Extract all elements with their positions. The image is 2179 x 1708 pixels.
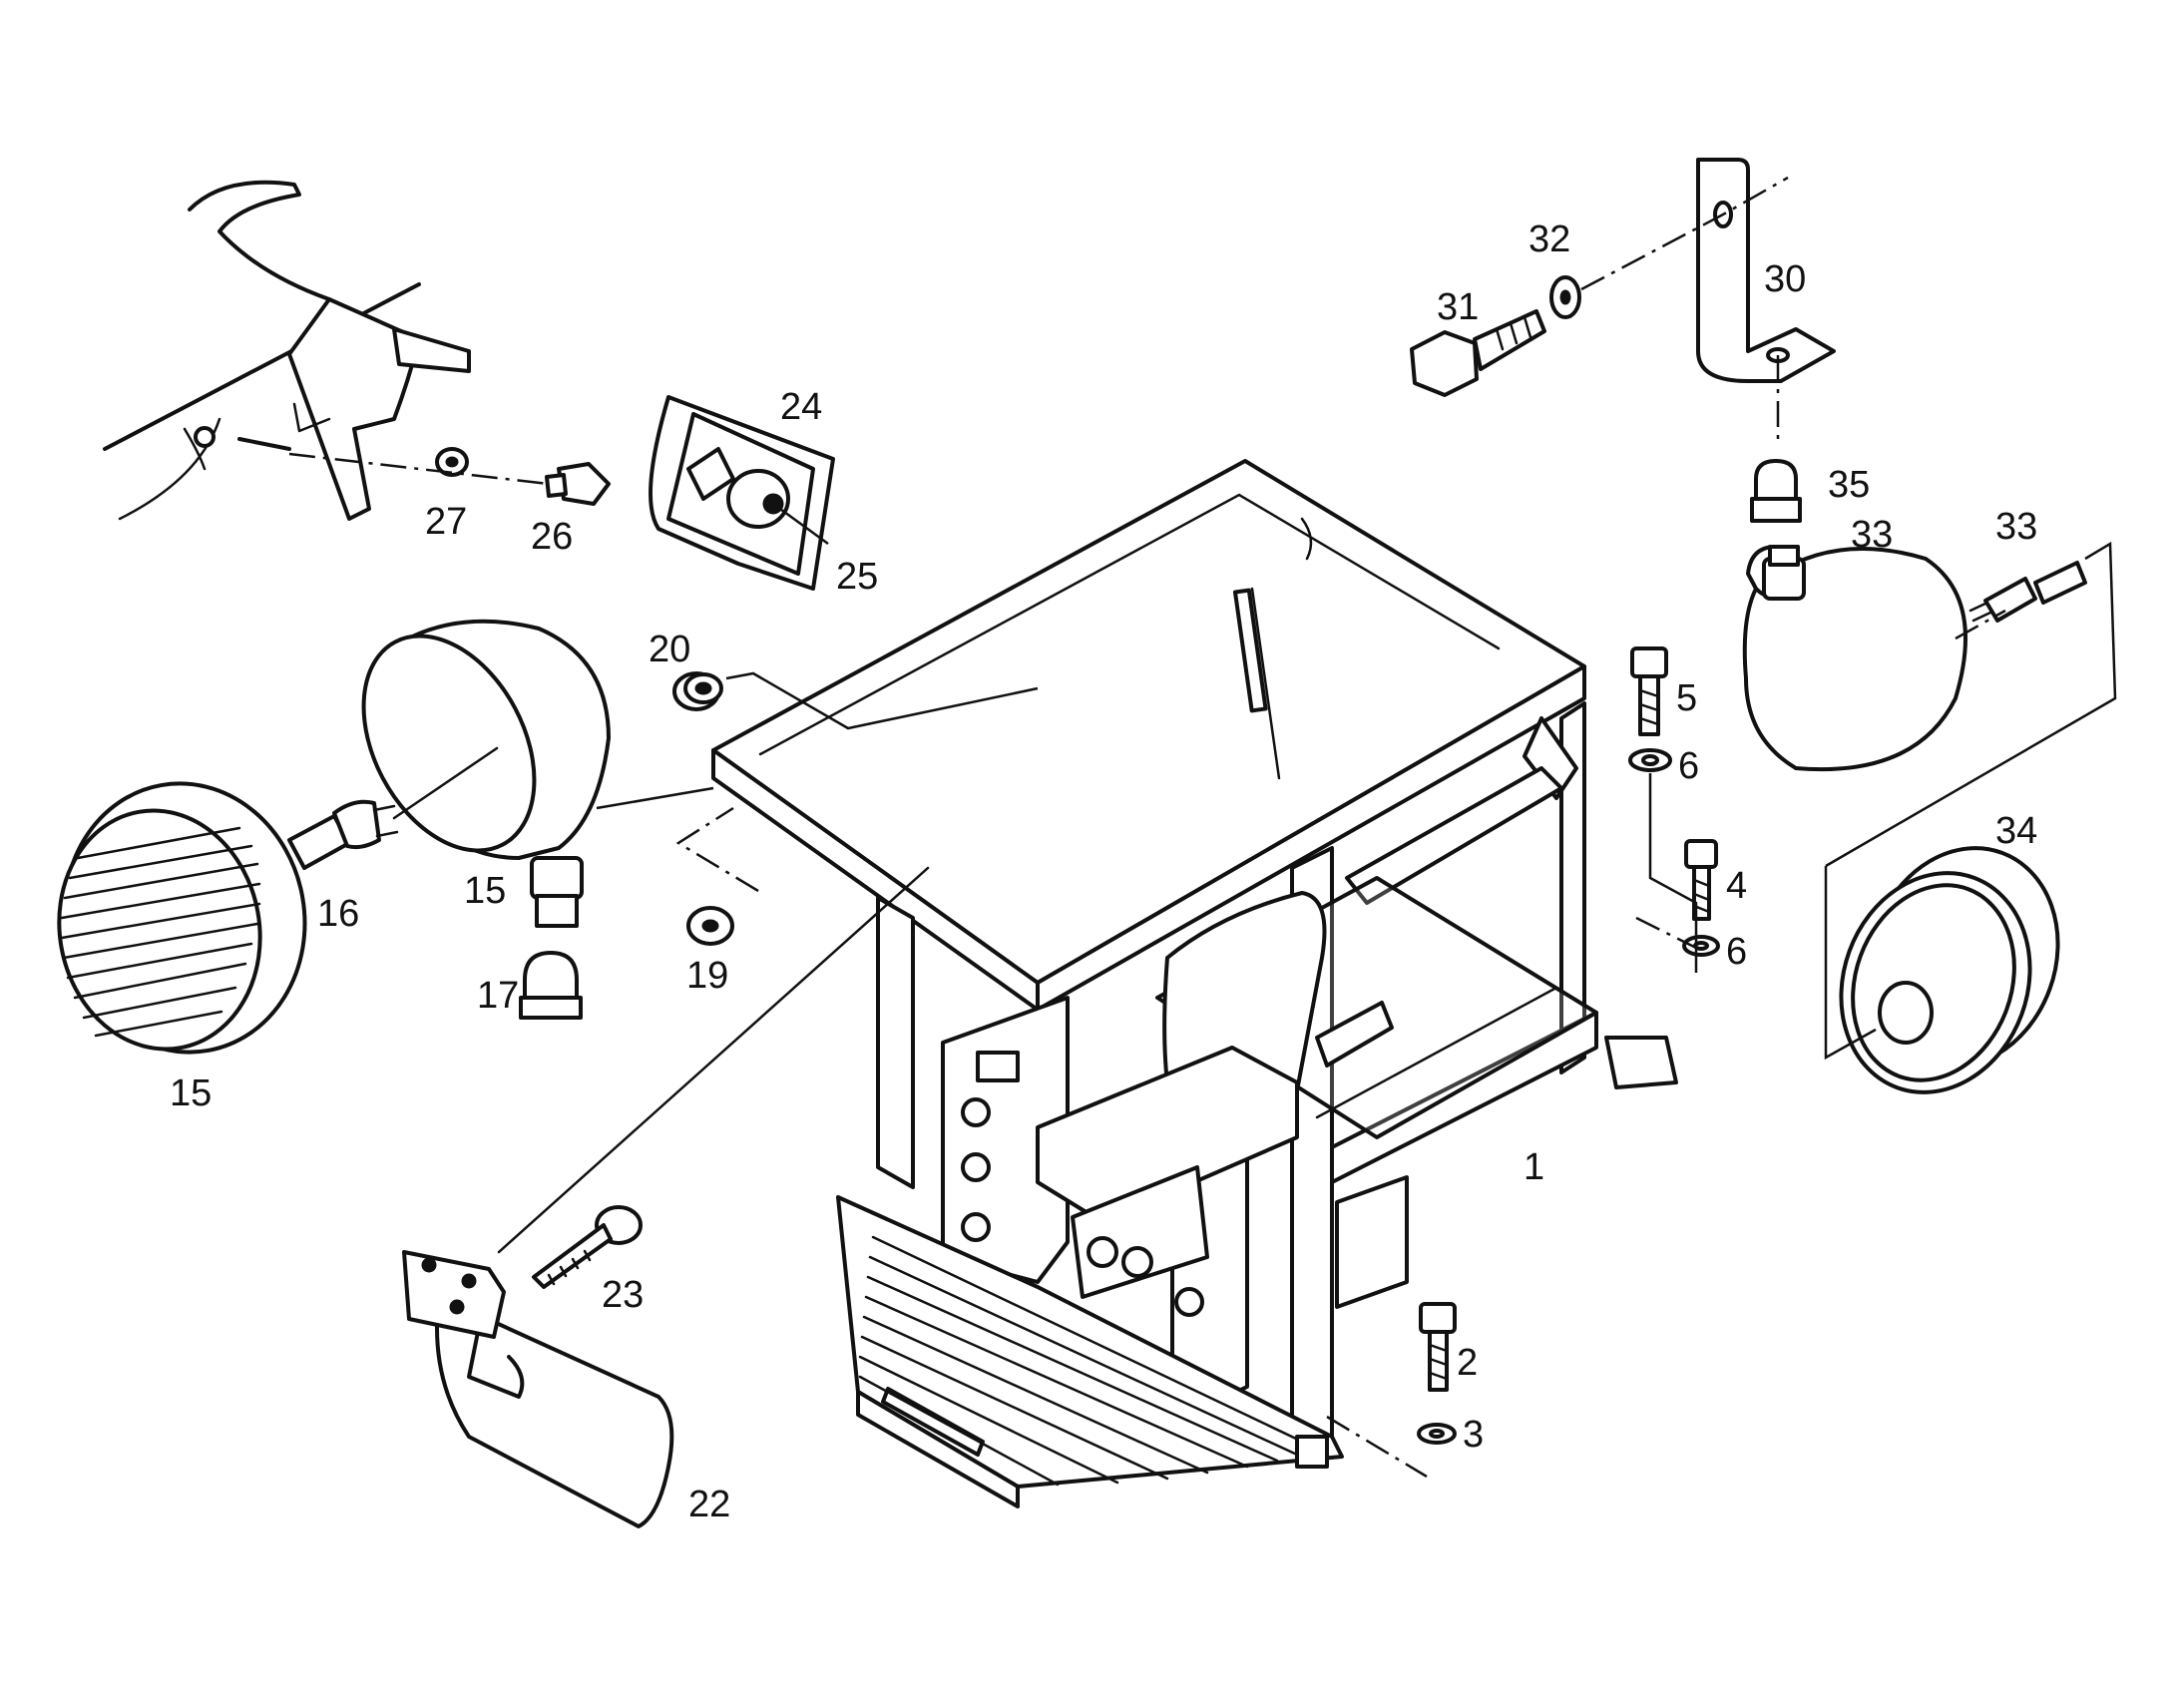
callout-20: 20 [649, 629, 690, 670]
console-hole-1 [961, 1097, 991, 1127]
vehicle-mount-bracket [103, 180, 471, 521]
part-15-headlamp-body [361, 619, 611, 860]
bulb-16-centerline [392, 746, 499, 820]
bolt-4-centerline [1635, 916, 1697, 950]
rear-storage-box [1335, 1175, 1409, 1309]
seat-base-hole-1 [1087, 1236, 1118, 1268]
callout-4: 4 [1726, 865, 1747, 907]
armrest [1315, 1001, 1394, 1068]
left-console [941, 996, 1070, 1284]
callout-25: 25 [836, 556, 878, 598]
callout-27: 27 [425, 501, 467, 543]
callout-16: 16 [317, 893, 359, 935]
callout-19: 19 [686, 955, 728, 997]
callout-30: 30 [1764, 258, 1806, 300]
callout-33-rear: 33 [1851, 514, 1893, 556]
callout-3: 3 [1463, 1414, 1484, 1456]
callout-24: 24 [780, 386, 822, 428]
part-20-grommet [672, 671, 723, 711]
part-22-mirror [435, 1295, 674, 1528]
floor-handle [881, 1387, 985, 1457]
bulb-34-centerline [1955, 609, 2006, 640]
part-25-bulb [726, 469, 790, 529]
part-23-screw [532, 1205, 643, 1289]
callout-6-lower: 6 [1726, 931, 1747, 973]
pillar-rear-right [1559, 701, 1586, 1074]
seat-base-hole-2 [1121, 1246, 1153, 1278]
hinge-plate [1604, 1036, 1678, 1089]
headlamp-15-mount-line [596, 786, 714, 810]
callout-labels: 1 2 3 4 5 6 6 15 15 16 17 19 20 22 23 24… [170, 218, 2037, 1525]
callout-15-body: 15 [464, 870, 506, 912]
console-hole-2 [961, 1152, 991, 1182]
bulb-25-leader [772, 502, 829, 546]
cab-frame-assembly [711, 459, 1678, 1508]
callout-1: 1 [1524, 1146, 1544, 1188]
part-35-nut [1750, 459, 1802, 523]
base-rail-side [1330, 1011, 1598, 1184]
roof-handle [1300, 517, 1313, 561]
part-26-screw [545, 462, 611, 506]
mirror-bracket [402, 1250, 506, 1339]
part-19-grommet [686, 906, 734, 946]
part-5-bolt [1630, 646, 1668, 736]
headlamp-lens-pattern [60, 826, 261, 1038]
pillar-rear-mid [1523, 716, 1578, 800]
callout-22: 22 [688, 1484, 730, 1525]
lamp-33-bracket [1825, 541, 2117, 868]
rear-rail [1345, 766, 1563, 905]
base-frame-inner [1315, 986, 1558, 1119]
roof-strut [1232, 588, 1268, 713]
callout-6-upper: 6 [1678, 745, 1699, 787]
mirror-mount-line [497, 866, 930, 1254]
callout-5: 5 [1676, 677, 1697, 719]
lamp-24-bulb-socket [686, 447, 735, 501]
part-3-washer [1417, 1423, 1457, 1445]
callout-31: 31 [1437, 286, 1479, 328]
floor-bracket [1295, 1435, 1329, 1469]
floor-grating [858, 1235, 1319, 1487]
callout-26: 26 [531, 516, 573, 558]
part-17-nut [519, 856, 584, 1020]
part-31-bolt [1410, 309, 1546, 397]
part-15-headlamp-lens [57, 781, 307, 1055]
part-6-washer-lower [1682, 935, 1720, 957]
callout-32: 32 [1528, 218, 1570, 260]
part-6-washer-upper [1628, 748, 1672, 772]
right-console-hole-2 [1174, 1287, 1204, 1317]
roof-edge-side [1036, 664, 1586, 1012]
roof-rod [1250, 587, 1281, 780]
callout-34: 33 [1995, 506, 2037, 548]
pillar-front-left [876, 896, 915, 1189]
part-34-bulb [1968, 561, 2087, 623]
part-27-washer [435, 447, 469, 477]
roof-panel [711, 459, 1586, 985]
lamp-33-lens-bracket [1824, 866, 1877, 1061]
part-32-washer [1549, 275, 1581, 319]
callout-17: 17 [477, 975, 519, 1017]
callout-35: 35 [1828, 464, 1870, 506]
part-2-bolt [1419, 1302, 1457, 1392]
part-4-bolt [1684, 839, 1718, 921]
seat-cushion [1036, 1046, 1299, 1224]
grommet-19-leader [675, 806, 759, 893]
bolt-31-centerline [1580, 176, 1789, 291]
callout-33-lens: 34 [1995, 810, 2037, 852]
callout-23: 23 [602, 1274, 644, 1316]
console-switch [976, 1051, 1020, 1082]
part-33-lamp-body [1742, 545, 1967, 772]
grommet-20-leader [725, 671, 1039, 730]
callout-2: 2 [1457, 1342, 1478, 1384]
floor-step-front [856, 1390, 1020, 1508]
bolt-2-centerline [1326, 1415, 1428, 1479]
washer-27-centerline [288, 452, 550, 486]
callout-15-lens: 15 [170, 1072, 212, 1114]
roof-inner-edge [758, 493, 1501, 756]
console-hole-3 [961, 1212, 991, 1242]
bolt-5-bracket-line [1648, 773, 1698, 973]
part-16-bulb [287, 799, 399, 870]
part-33-lamp-lens [1839, 846, 2060, 1094]
mirror-arm [467, 1325, 525, 1399]
